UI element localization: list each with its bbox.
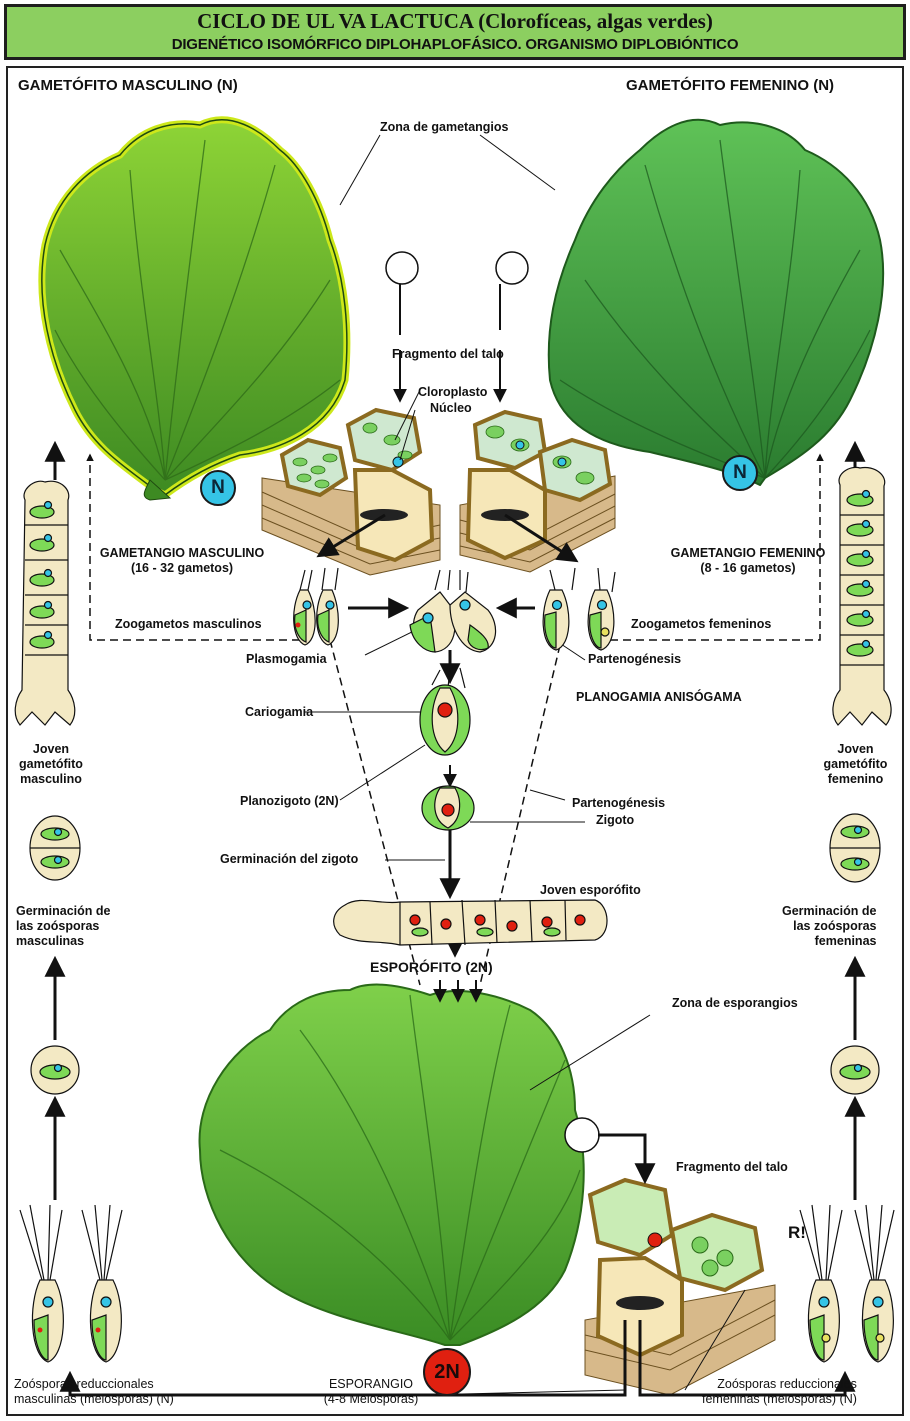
label-parthenogenesis-zygote: Partenogénesis: [572, 796, 666, 810]
female-gametangium-title: GAMETANGIO FEMENINO: [670, 546, 826, 560]
label-female-zoogametes: Zoogametos femeninos: [631, 617, 772, 631]
young-male-gametophyte: [14, 480, 76, 726]
arrows: [44, 284, 866, 1397]
label-thallus-fragment-bottom: Fragmento del talo: [676, 1160, 788, 1174]
planozygote: [421, 785, 475, 831]
female-gametophyte-thallus: [547, 118, 885, 486]
ploidy-badge-n-male: N: [200, 470, 236, 506]
label-young-sporophyte: Joven esporófito: [540, 883, 641, 897]
ploidy-badge-2n: 2N: [423, 1348, 471, 1396]
young-male-line3: masculino: [20, 772, 82, 786]
sporangium-tissue: [584, 1177, 776, 1396]
label-gametangia-zone: Zona de gametangios: [380, 120, 509, 134]
male-zoospores-line2: masculinas (meiósporas) (N): [14, 1392, 174, 1406]
label-zygote-germination: Germinación del zigoto: [220, 852, 359, 866]
male-zoospores: [19, 1204, 123, 1363]
sporophyte-thallus: [198, 983, 585, 1346]
male-germinating-zoospore: [29, 815, 81, 881]
male-spore-cell: [30, 1045, 80, 1095]
male-gametangium-title: GAMETANGIO MASCULINO: [99, 546, 265, 560]
label-r-mark: R!: [788, 1223, 806, 1242]
young-female-line1: Joven: [837, 742, 874, 756]
label-sporangia-zone: Zona de esporangios: [672, 996, 798, 1010]
male-gametangium-tissue: [261, 407, 441, 576]
label-anisogamous-planogamy: PLANOGAMIA ANISÓGAMA: [576, 690, 742, 704]
label-nucleus: Núcleo: [430, 401, 472, 415]
label-caryogamy: Cariogamia: [245, 705, 314, 719]
young-female-gametophyte: [832, 466, 892, 726]
ploidy-badge-n-female: N: [722, 455, 758, 491]
caryogamy-cell: [419, 667, 471, 756]
female-gametangium-tissue: [459, 409, 616, 573]
diagram-frame: [6, 66, 904, 1416]
germ-female-line3: femeninas: [814, 934, 877, 948]
label-zygote: Zigoto: [596, 813, 635, 827]
fusing-gametes: [409, 569, 497, 653]
label-parthenogenesis: Partenogénesis: [588, 652, 682, 666]
young-female-line2: gametófito: [823, 757, 888, 771]
label-female-zoospores: Zoósporas reduccionales femeninas (meiós…: [702, 1377, 857, 1407]
label-plasmogamy: Plasmogamia: [246, 652, 327, 666]
germ-male-line1: Germinación de: [16, 904, 111, 918]
germ-male-line2: las zoósporas: [16, 919, 100, 933]
label-female-gametophyte: GAMETÓFITO FEMENINO (N): [626, 77, 835, 94]
label-male-gametophyte: GAMETÓFITO MASCULINO (N): [18, 77, 238, 94]
title: CICLO DE UL VA LACTUCA (Clorofíceas, alg…: [197, 9, 713, 33]
label-female-gametangium: GAMETANGIO FEMENINO (8 - 16 gametos): [638, 546, 858, 576]
female-germinating-zoospore: [829, 813, 881, 883]
label-female-germination: Germinación de las zoósporas femeninas: [782, 904, 876, 949]
female-zoospores-line1: Zoósporas reduccionales: [717, 1377, 857, 1391]
young-female-line3: femenino: [827, 772, 884, 786]
young-sporophyte-filament: [333, 899, 608, 946]
female-zoospores-line2: femeninas (meiósporas) (N): [702, 1392, 857, 1406]
label-sporangium: ESPORANGIO (4-8 Meiosporas): [296, 1377, 446, 1407]
male-gametangium-count: (16 - 32 gametos): [130, 561, 234, 575]
young-male-line2: gametófito: [19, 757, 83, 771]
germ-male-line3: masculinas: [16, 934, 85, 948]
germ-female-line2: las zoósporas: [793, 919, 877, 933]
male-gametophyte-thallus: [38, 116, 351, 501]
germ-female-line1: Germinación de: [782, 904, 877, 918]
label-sporophyte: ESPORÓFITO (2N): [370, 959, 493, 975]
subtitle: DIGENÉTICO ISOMÓRFICO DIPLOHAPLOFÁSICO. …: [171, 36, 739, 53]
title-banner: CICLO DE UL VA LACTUCA (Clorofíceas, alg…: [4, 4, 906, 60]
label-planozygote: Planozigoto (2N): [240, 794, 339, 808]
label-chloroplast: Cloroplasto: [418, 385, 488, 399]
female-gametangium-count: (8 - 16 gametos): [700, 561, 796, 575]
label-male-zoospores: Zoósporas reduccionales masculinas (meió…: [14, 1377, 174, 1407]
label-young-female-gametophyte: Joven gametófito femenino: [808, 742, 903, 787]
female-zoogametes: [542, 567, 616, 651]
sporangium-line2: (4-8 Meiosporas): [323, 1392, 419, 1406]
young-male-line1: Joven: [32, 742, 70, 756]
sporangium-line1: ESPORANGIO: [328, 1377, 414, 1391]
male-zoogametes: [293, 567, 339, 646]
label-young-male-gametophyte: Joven gametófito masculino: [6, 742, 96, 787]
label-male-germination: Germinación de las zoósporas masculinas: [16, 904, 110, 949]
label-male-gametangium: GAMETANGIO MASCULINO (16 - 32 gametos): [72, 546, 292, 576]
male-zoospores-line1: Zoósporas reduccionales: [14, 1377, 154, 1391]
female-zoospores: [799, 1204, 895, 1363]
label-male-zoogametes: Zoogametos masculinos: [115, 617, 262, 631]
magnifier-circles: [385, 251, 600, 1153]
leader-lines: [305, 134, 746, 1396]
label-thallus-fragment-top: Fragmento del talo: [392, 347, 504, 361]
female-spore-cell: [830, 1045, 880, 1095]
